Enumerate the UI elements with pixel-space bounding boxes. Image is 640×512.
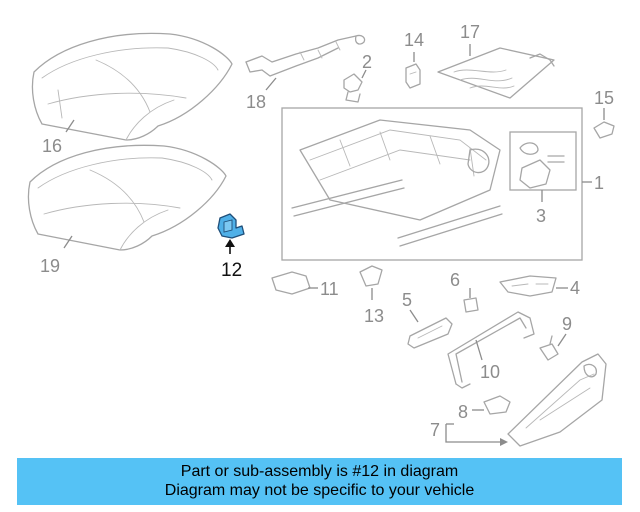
leader-19 [63, 235, 73, 249]
part-2-clip [343, 73, 363, 103]
callout-4: 4 [570, 278, 580, 298]
callout-17: 17 [460, 22, 480, 42]
part-16-cushion-pad [31, 32, 233, 141]
callout-11: 11 [320, 279, 339, 299]
part-14-connector [405, 63, 421, 89]
leader-10 [475, 339, 483, 361]
leader-16 [65, 119, 75, 133]
leader-9 [557, 333, 567, 347]
leader-7 [445, 424, 506, 443]
leader-5 [409, 309, 419, 323]
info-banner: Part or sub-assembly is #12 in diagram D… [17, 458, 622, 505]
callout-16: 16 [42, 136, 62, 156]
callout-18: 18 [246, 92, 266, 112]
leader-2 [361, 69, 367, 79]
callout-3: 3 [536, 206, 546, 226]
part-17-heater-mat [437, 47, 555, 99]
callout-15: 15 [594, 88, 614, 108]
part-6-cap [463, 297, 479, 313]
part-8-knob [483, 395, 511, 415]
part-10-rod [447, 311, 535, 389]
part-5-cover [407, 317, 453, 349]
callout-19: 19 [40, 256, 60, 276]
part-15-block [593, 121, 615, 139]
part-7-side-shield [507, 353, 607, 447]
banner-line-part: Part or sub-assembly is #12 in diagram [180, 463, 459, 480]
part-19-cushion [27, 144, 227, 251]
arrow-12 [225, 239, 235, 247]
callout-12: 12 [221, 260, 242, 281]
banner-line-disclaimer: Diagram may not be specific to your vehi… [164, 482, 475, 499]
arrow-7 [500, 438, 508, 446]
part-9-pin [539, 335, 559, 361]
part-18-harness [245, 34, 366, 77]
part-13-bracket [359, 265, 383, 287]
callout-9: 9 [562, 314, 572, 334]
callout-13: 13 [364, 306, 384, 326]
callout-10: 10 [480, 362, 500, 382]
part-11-trim [271, 271, 311, 295]
leader-18 [265, 77, 277, 91]
callout-5: 5 [402, 290, 412, 310]
part-3-motor-inset [509, 131, 577, 191]
callout-6: 6 [450, 270, 460, 290]
part-12-bracket [217, 213, 245, 239]
part-4-bracket [499, 275, 557, 297]
callout-8: 8 [458, 402, 468, 422]
part-1-frame-box [281, 107, 583, 261]
callout-1: 1 [594, 173, 604, 193]
callout-14: 14 [404, 30, 424, 50]
callout-7: 7 [430, 420, 440, 440]
callout-2: 2 [362, 52, 372, 72]
